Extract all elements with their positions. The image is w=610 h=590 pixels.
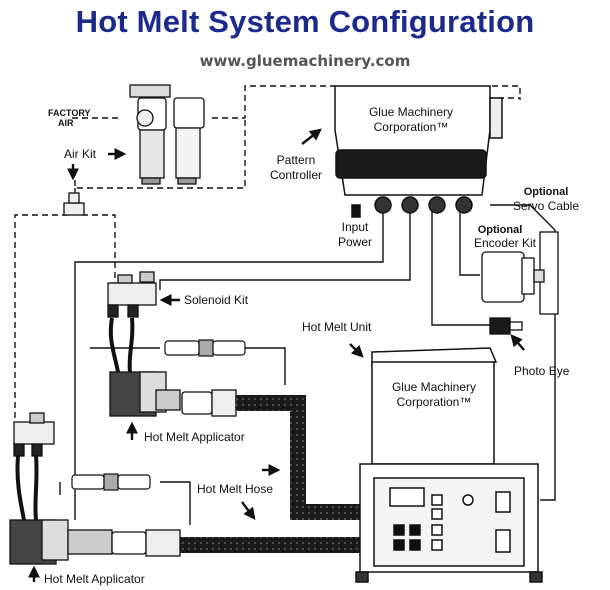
optional-encoder-label-2: Encoder Kit (474, 236, 537, 250)
photo-eye-icon (489, 317, 523, 335)
hot-melt-hose-upper (236, 395, 362, 520)
controller-brand-1: Glue Machinery (369, 105, 453, 119)
lower-solenoid (13, 412, 55, 521)
photo-eye-label: Photo Eye (514, 364, 570, 378)
page-title: Hot Melt System Configuration (75, 4, 535, 39)
hot-melt-applicator-upper-label: Hot Melt Applicator (144, 430, 245, 444)
air-tee-fitting (63, 192, 85, 216)
hot-melt-hose-label: Hot Melt Hose (197, 482, 273, 496)
air-kit-label: Air Kit (64, 147, 97, 161)
pattern-controller (334, 85, 503, 218)
hot-melt-unit (355, 347, 543, 583)
optional-servo-label-2: Servo Cable (513, 199, 579, 213)
solenoid-kit-label: Solenoid Kit (184, 293, 249, 307)
optional-encoder-label-1: Optional (478, 224, 523, 236)
hot-melt-unit-label: Hot Melt Unit (302, 320, 372, 334)
hot-melt-applicator-lower-label: Hot Melt Applicator (44, 572, 145, 586)
pattern-controller-label-2: Controller (270, 168, 322, 182)
input-power-label-1: Input (342, 220, 369, 234)
unit-brand-1: Glue Machinery (392, 380, 476, 394)
factory-air-label-2: AIR (58, 118, 74, 128)
solenoid-valve-icon (107, 271, 157, 318)
page-url: www.gluemachinery.com (199, 52, 411, 70)
factory-air-label-1: FACTORY (48, 108, 91, 118)
unit-brand-2: Corporation™ (397, 395, 472, 409)
arrow-icon (28, 128, 525, 582)
input-power-label-2: Power (338, 235, 372, 249)
controller-brand-2: Corporation™ (374, 120, 449, 134)
lower-applicator (9, 519, 181, 565)
encoder-icon (481, 231, 559, 315)
hose-coil-icon (108, 317, 246, 373)
pattern-controller-label-1: Pattern (277, 153, 316, 167)
lower-cable-coil (71, 473, 151, 491)
optional-servo-label-1: Optional (524, 186, 569, 198)
wiring (59, 204, 556, 525)
air-kit (129, 84, 205, 185)
